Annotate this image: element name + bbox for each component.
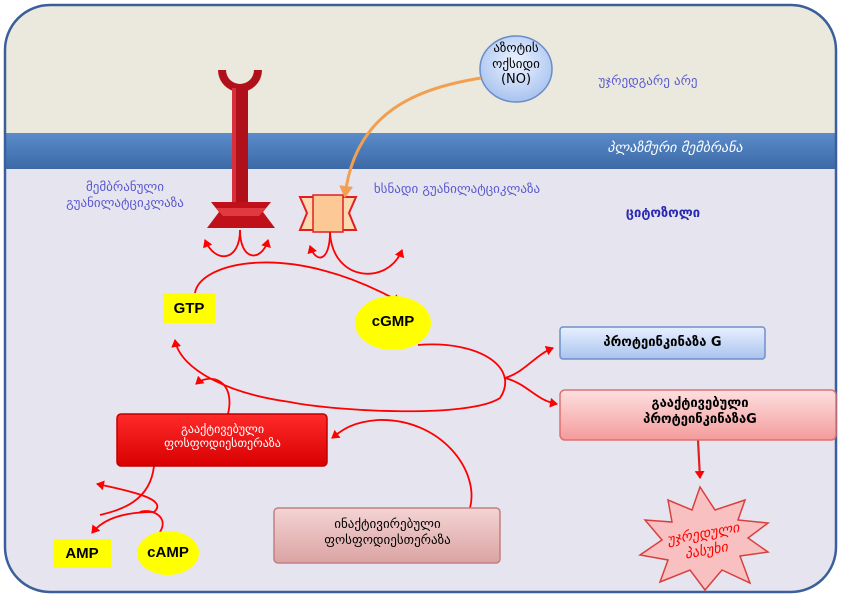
- cell-response-star: [638, 485, 770, 592]
- cell-border: [3, 3, 838, 594]
- arrow-pde-to-camp: [99, 465, 155, 516]
- arrow-hydrolysis-left: [91, 511, 155, 534]
- arrow-membrane-cyclase-right: [239, 229, 271, 257]
- activated-pde-box: [116, 413, 328, 467]
- amp-box: AMP: [53, 539, 111, 568]
- cgmp-label: cGMP: [371, 313, 415, 330]
- cytosol-label: ციტოზოლი: [625, 206, 701, 221]
- no-molecule-label: აზოტის ოქსიდი (NO): [492, 41, 540, 88]
- arrow-soluble-cyclase-right: [329, 231, 405, 275]
- activated-pkg-box: [559, 389, 837, 441]
- arrow-pde-branch: [195, 375, 231, 415]
- extracellular-region: [5, 5, 836, 145]
- membrane-receptor-icon: [207, 70, 275, 228]
- membrane-cyclase-label: მემბრანული გუანილატციკლაზა: [66, 180, 184, 211]
- pkg-label: პროტეინკინაზა G: [603, 335, 722, 350]
- arrow-cgmp-loop: [171, 339, 507, 413]
- no-arrow: [339, 76, 482, 198]
- gtp-box: GTP: [163, 293, 215, 323]
- arrow-camp-from: [139, 510, 164, 533]
- arrow-pkg-to-response: [694, 439, 705, 479]
- soluble-cyclase-label: ხსნადი გუანილატციკლაზა: [373, 182, 541, 197]
- arrow-gtp-to-cgmp: [194, 261, 401, 303]
- soluble-cyclase-icon: [298, 194, 358, 233]
- activated-pkg-label: გააქტივებული პროტეინკინაზაG: [643, 396, 757, 427]
- camp-ellipse: [137, 531, 199, 575]
- cgmp-ellipse: [355, 296, 431, 350]
- inactivated-pde-label: ინაქტივირებული ფოსფოდიესთერაზა: [324, 517, 451, 548]
- plasma-membrane: [5, 133, 836, 169]
- arrow-soluble-cyclase-left: [307, 231, 331, 259]
- extracellular-label: უჯრედგარე არე: [598, 74, 698, 89]
- no-molecule-bubble: [479, 35, 553, 103]
- arrow-hydrolysis-right: [96, 480, 159, 513]
- camp-label: cAMP: [147, 544, 189, 561]
- arrow-cgmp-to-pkg-up: [504, 345, 554, 379]
- arrow-cgmp-to-pkg-down: [504, 377, 558, 408]
- arrow-membrane-cyclase-left: [203, 229, 241, 257]
- pkg-box: [559, 326, 766, 360]
- membrane-label: პლაზმური მემბრანა: [607, 140, 743, 156]
- inactivated-pde-box: [273, 507, 501, 564]
- arrow-inactive-to-active-pde: [331, 419, 473, 509]
- activated-pde-label: გააქტივებული ფოსფოდიესთერაზა: [164, 422, 281, 451]
